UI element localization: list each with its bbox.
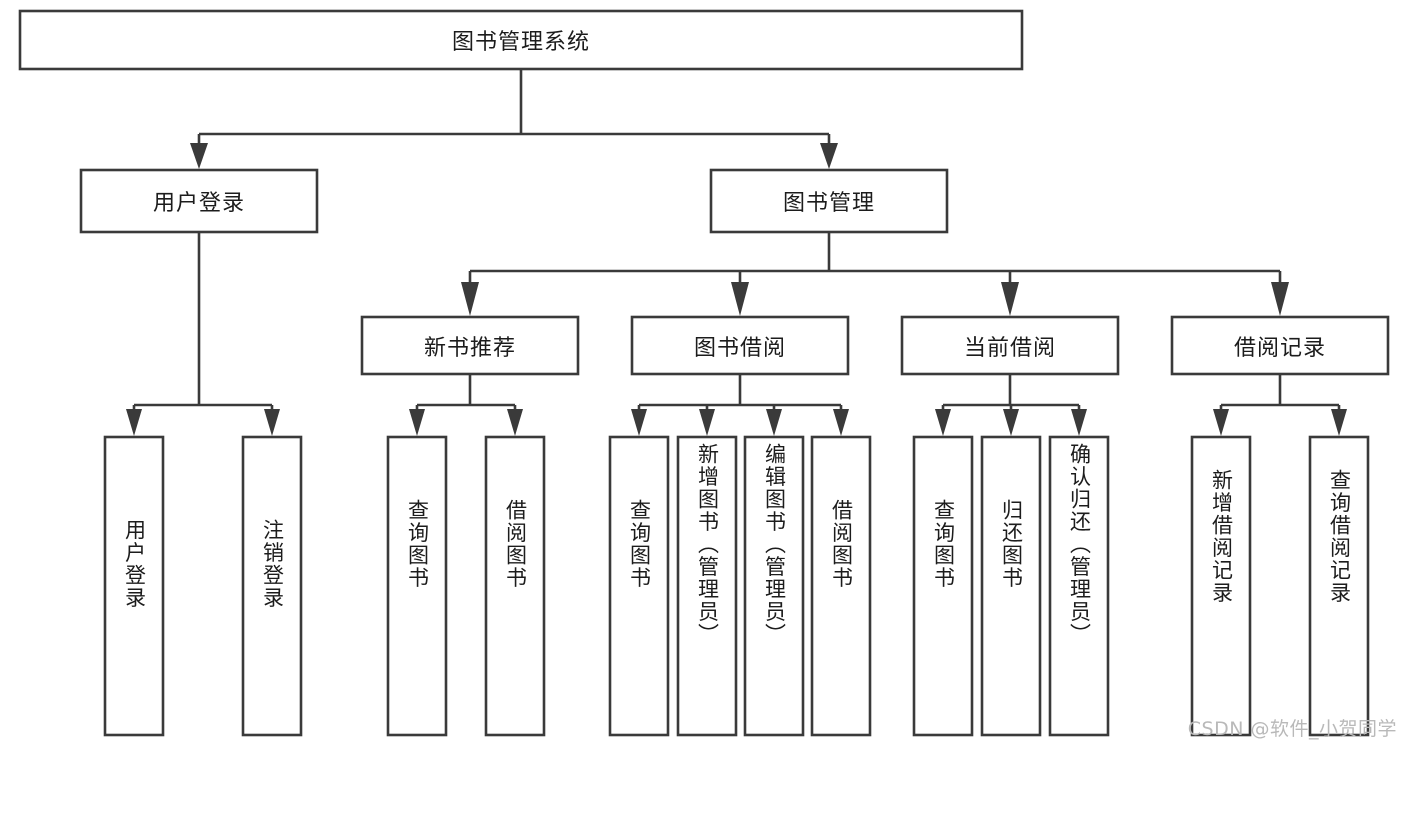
connector-group-current-borrow-leaves (935, 374, 1087, 436)
connector-group-new-book-leaves (409, 374, 523, 436)
arrow-head-leaf-query-book-b (631, 409, 647, 436)
arrow-head-leaf-confirm-return (1071, 409, 1087, 436)
leaf-box-borrow-book-b[interactable] (810, 435, 872, 737)
arrow-head-leaf-return-book (1003, 409, 1019, 436)
leaf-box-return-book[interactable] (980, 435, 1042, 737)
node-box-book-management[interactable] (709, 168, 949, 234)
connector-group-level2-to-level3 (461, 232, 1289, 316)
node-box-user-login[interactable] (79, 168, 319, 234)
arrow-head-leaf-borrow-book-a (507, 409, 523, 436)
arrow-head-leaf-logout (264, 409, 280, 436)
arrow-head-user-login (190, 143, 208, 169)
node-box-new-book-recommend[interactable] (360, 315, 580, 376)
arrow-head-leaf-borrow-book-b (833, 409, 849, 436)
arrow-head-leaf-query-book-c (935, 409, 951, 436)
leaf-box-query-borrow-record[interactable] (1308, 435, 1370, 737)
arrow-head-borrow-book (731, 282, 749, 316)
arrow-head-leaf-user-login (126, 409, 142, 436)
leaf-box-add-book[interactable] (676, 435, 738, 737)
leaf-box-logout[interactable] (241, 435, 303, 737)
arrow-head-leaf-query-record (1331, 409, 1347, 436)
connector-group-user-login-leaves (126, 232, 280, 436)
arrow-head-new-book (461, 282, 479, 316)
leaf-box-query-book-b[interactable] (608, 435, 670, 737)
arrow-head-borrow-record (1271, 282, 1289, 316)
arrow-head-leaf-edit-book (766, 409, 782, 436)
leaf-box-query-book-c[interactable] (912, 435, 974, 737)
leaf-box-user-login[interactable] (103, 435, 165, 737)
leaf-box-confirm-return[interactable] (1048, 435, 1110, 737)
connector-group-borrow-record-leaves (1213, 374, 1347, 436)
leaf-box-edit-book[interactable] (743, 435, 805, 737)
tree-svg-canvas (18, 9, 1390, 737)
arrow-head-leaf-query-book-a (409, 409, 425, 436)
node-box-book-borrow[interactable] (630, 315, 850, 376)
node-box-borrow-record[interactable] (1170, 315, 1390, 376)
arrow-head-leaf-add-record (1213, 409, 1229, 436)
node-box-root[interactable] (18, 9, 1024, 71)
connector-group-borrow-book-leaves (631, 374, 849, 436)
connector-group-root-to-level2 (190, 69, 838, 169)
node-box-current-borrow[interactable] (900, 315, 1120, 376)
leaf-box-query-book-a[interactable] (386, 435, 448, 737)
arrow-head-current-borrow (1001, 282, 1019, 316)
leaf-box-add-borrow-record[interactable] (1190, 435, 1252, 737)
arrow-head-leaf-add-book (699, 409, 715, 436)
leaf-box-borrow-book-a[interactable] (484, 435, 546, 737)
arrow-head-book-mgmt (820, 143, 838, 169)
hierarchy-diagram: 图书管理系统 用户登录 图书管理 新书推荐 图书借阅 当前借阅 借阅记录 用户登… (18, 9, 1397, 740)
